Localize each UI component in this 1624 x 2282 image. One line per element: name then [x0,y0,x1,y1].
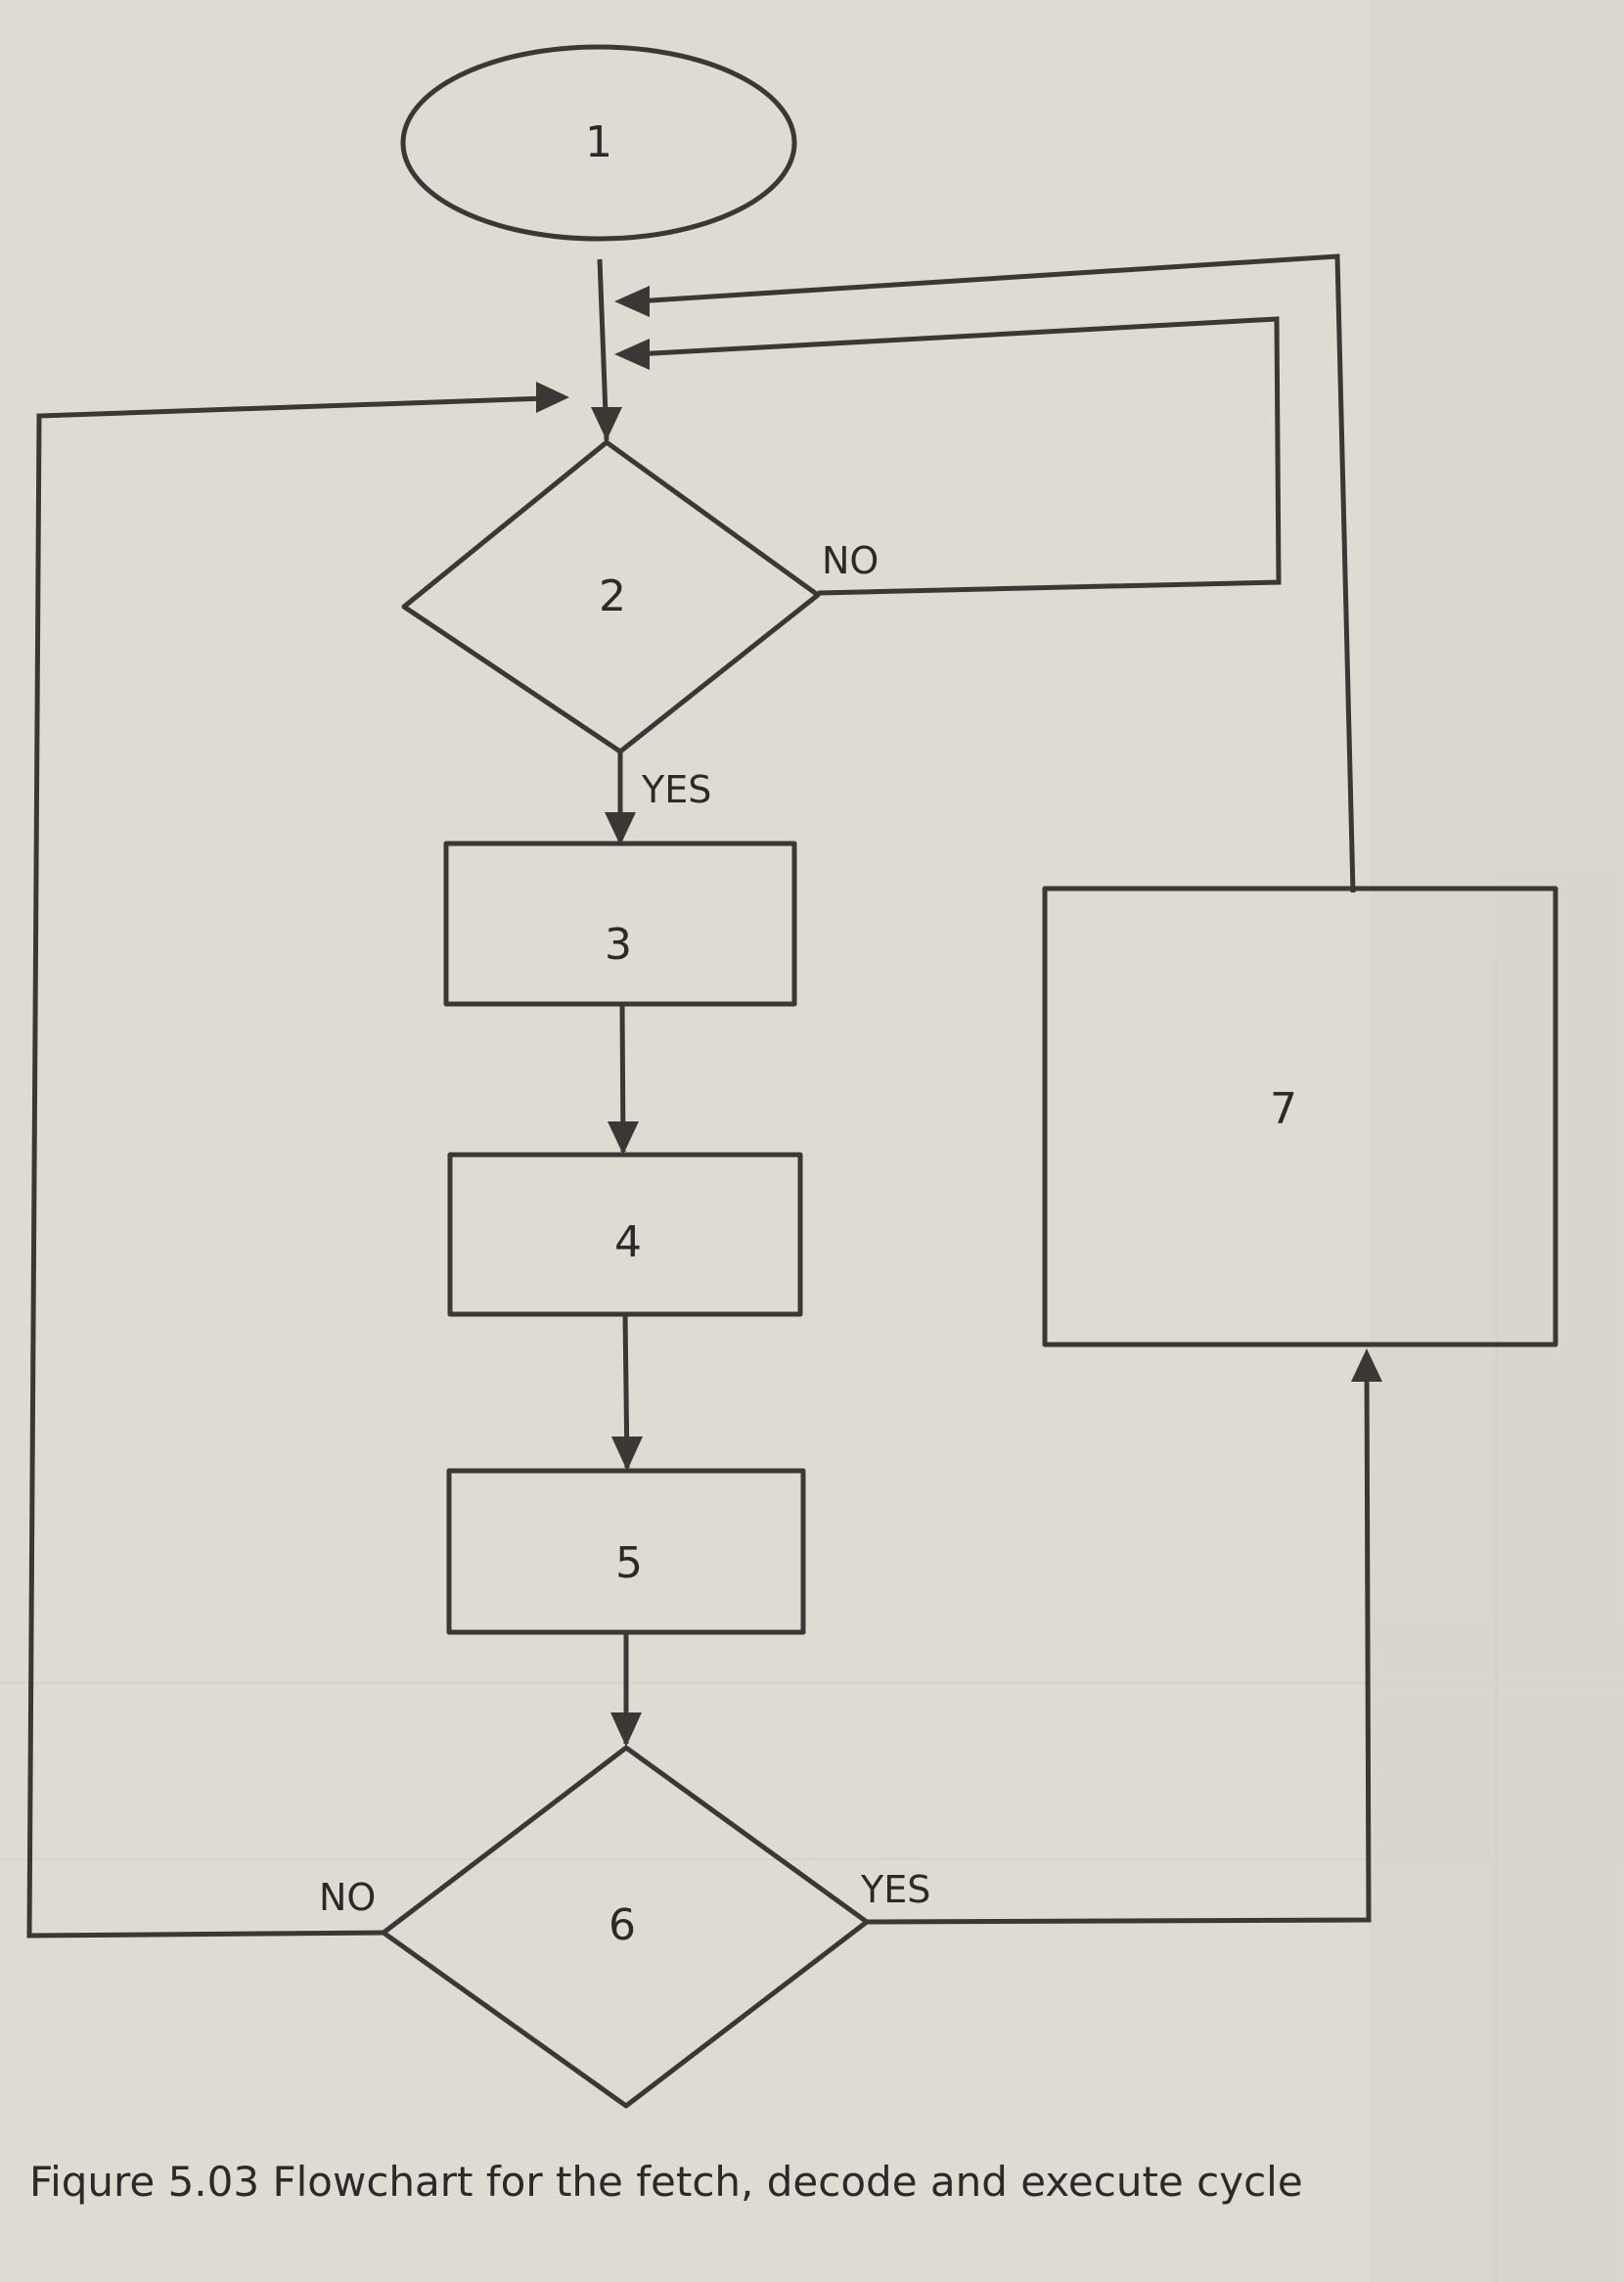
edge-6-yes-to-7 [866,1354,1372,1925]
edge-6-no-to-2 [26,395,549,1939]
branch-label-6-no: NO [319,1876,376,1919]
edge-2-no-loop [635,316,1282,596]
node-1-label: 1 [585,117,612,167]
edge-7-to-2 [635,253,1356,893]
arrowhead-into-4 [608,1121,639,1155]
node-5-label: 5 [615,1538,643,1588]
branch-label-6-yes: YES [860,1868,930,1911]
node-1: 1 [400,44,797,242]
node-4-label: 4 [614,1217,642,1267]
node-7: 7 [1042,886,1558,1347]
node-6-label: 6 [609,1900,636,1950]
terminator-ellipse [400,44,797,242]
arrowhead-6-no [536,382,569,413]
process-box [447,1152,803,1317]
node-7-label: 7 [1270,1084,1297,1134]
branch-label-2-yes: YES [641,768,711,811]
node-3-label: 3 [605,920,632,970]
process-box [1042,886,1558,1347]
arrowhead-into-6 [610,1712,642,1747]
arrowhead-into-7 [1351,1348,1382,1382]
node-5: 5 [446,1468,806,1635]
arrowhead-into-5 [611,1437,643,1471]
node-3: 3 [443,841,797,1007]
decision-diamond [381,1745,870,2109]
edges [26,253,1382,1939]
figure-caption: Fiqure 5.03 Flowchart for the fetch, dec… [29,2158,1303,2206]
arrowhead-into-2 [591,407,622,440]
process-box [446,1468,806,1635]
node-2: 2 [401,439,821,754]
node-4: 4 [447,1152,803,1317]
node-6: 6 [381,1745,870,2109]
arrowhead-2-no-loop [614,339,650,370]
arrowhead-into-3 [605,812,636,845]
process-box [443,841,797,1007]
branch-label-2-no: NO [822,539,879,582]
node-2-label: 2 [599,571,626,621]
decision-diamond [401,439,821,754]
arrowhead-7-to-2 [614,286,650,317]
